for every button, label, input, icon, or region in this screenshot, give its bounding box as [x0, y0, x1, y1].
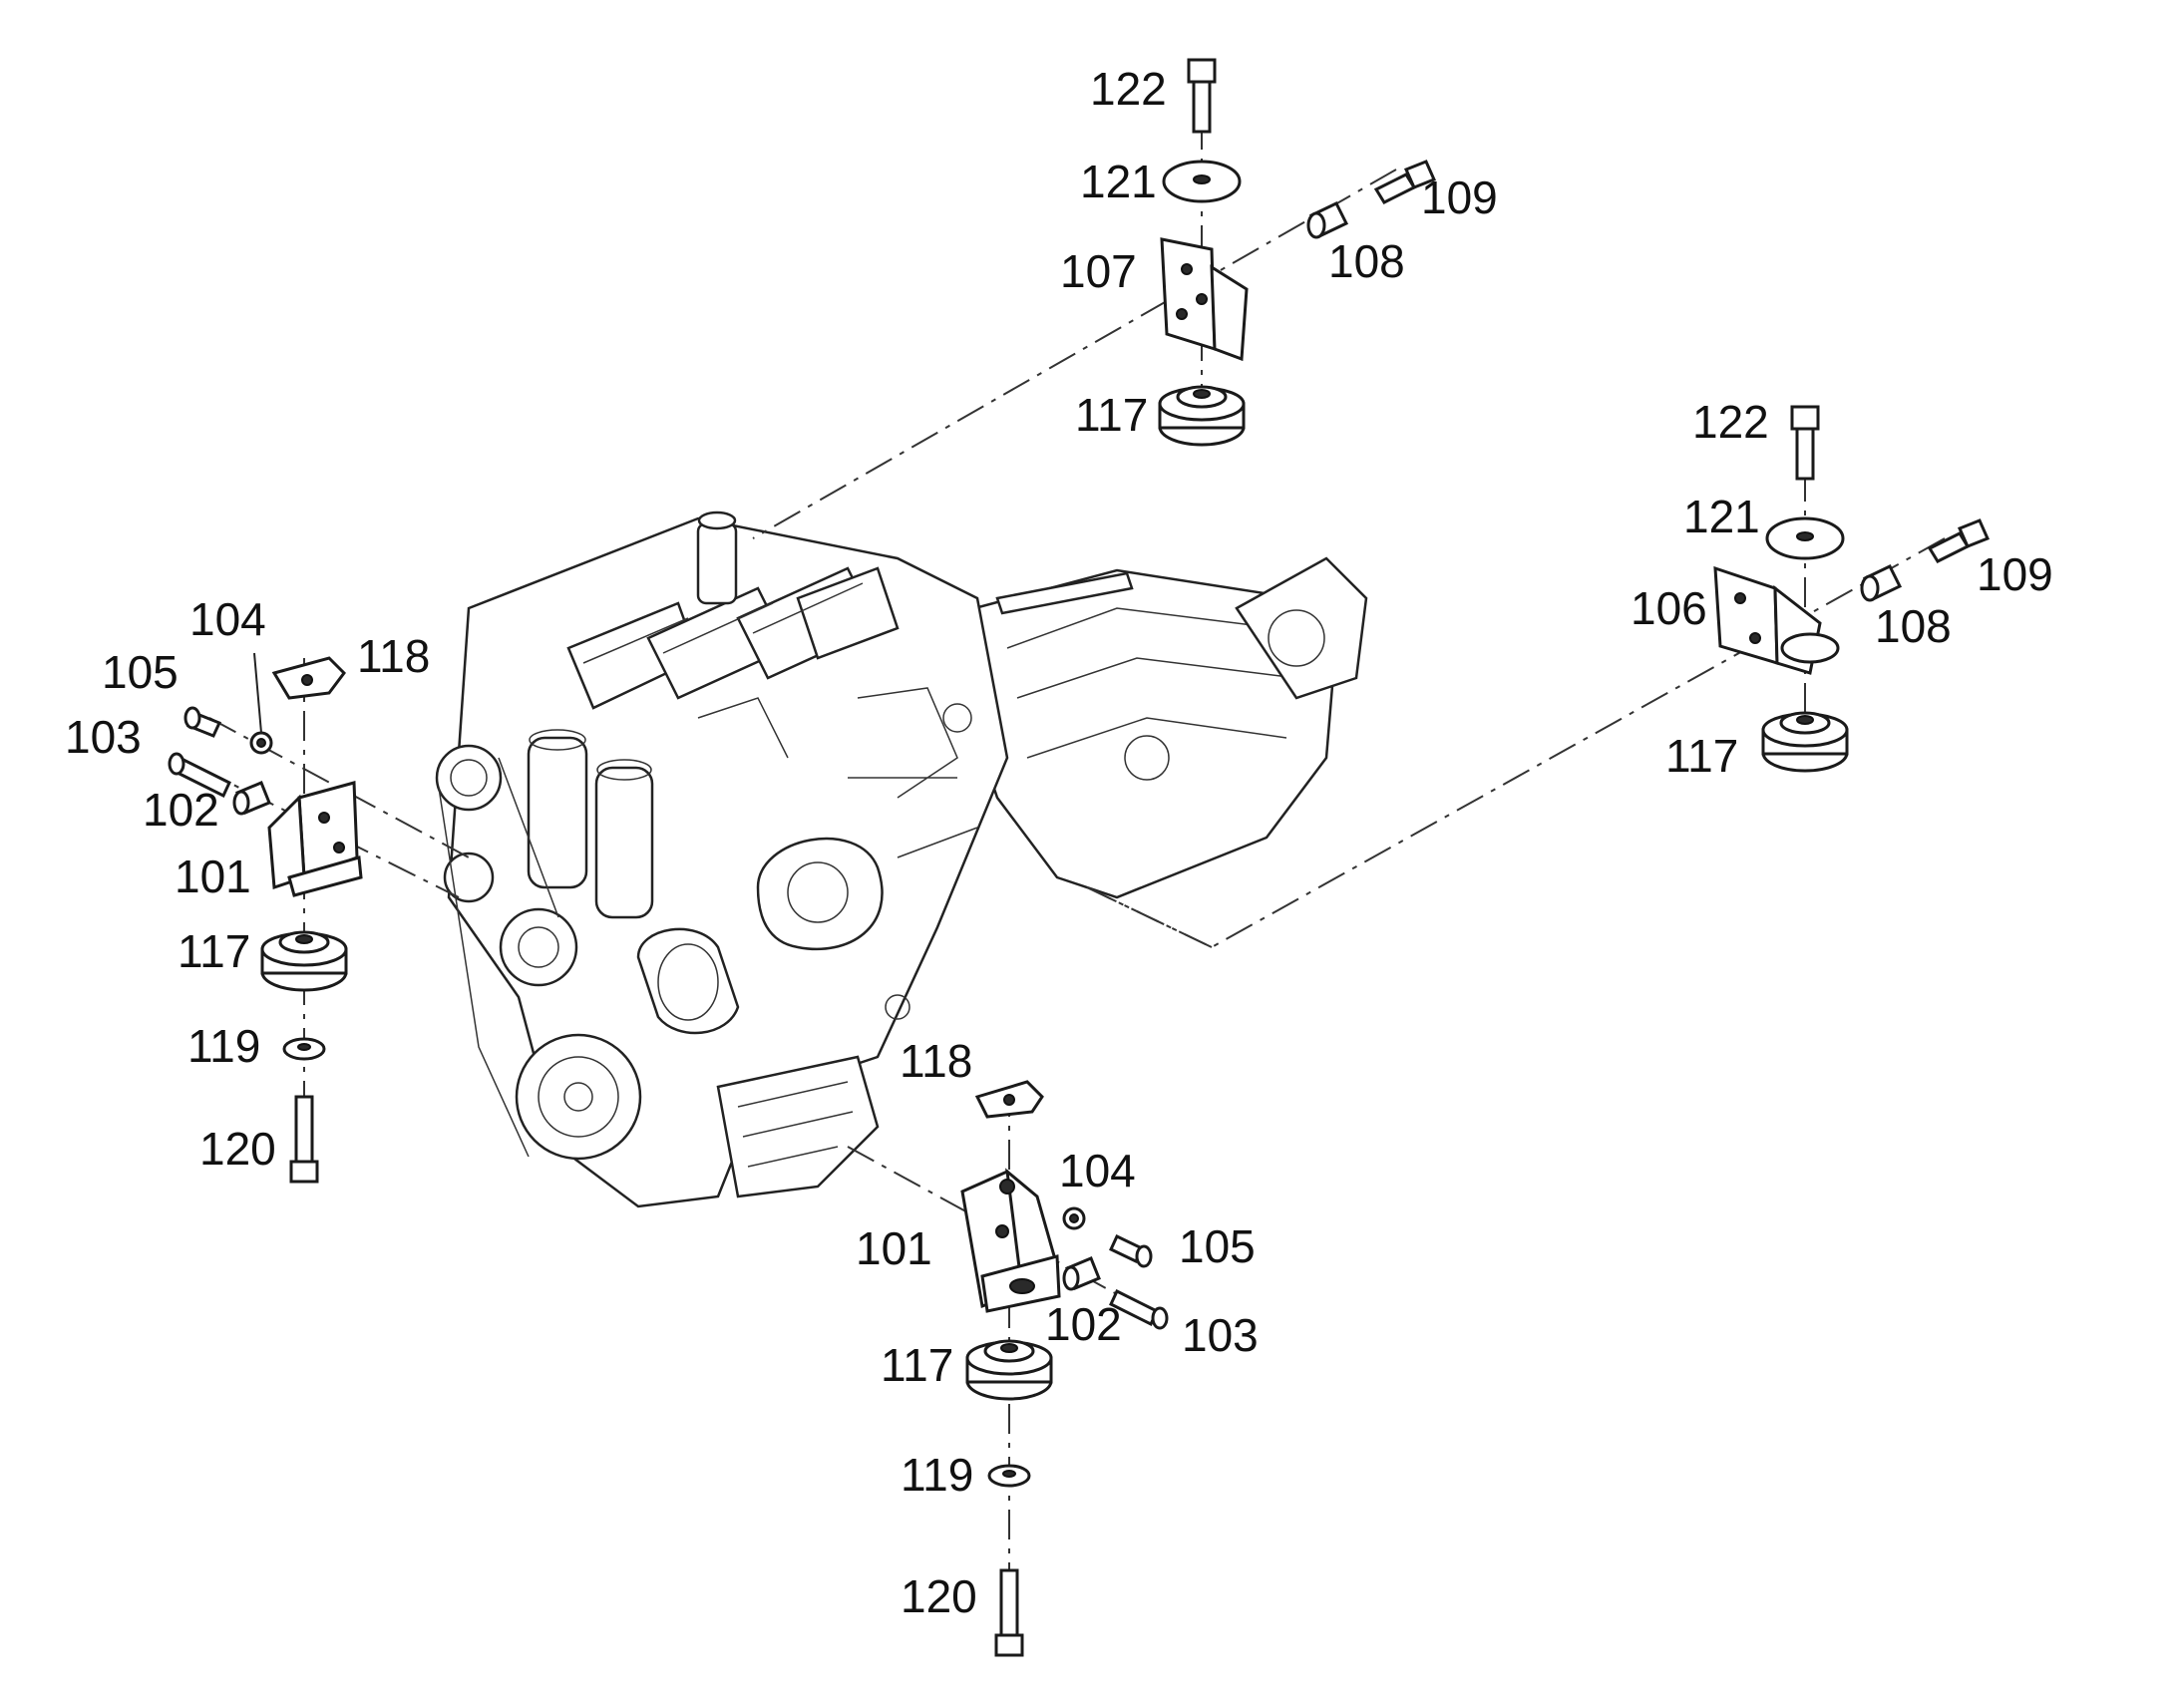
- nut-104-bottom: [1062, 1206, 1086, 1230]
- label-103-bottom: 103: [1182, 1309, 1259, 1361]
- bracket-107: [1160, 237, 1249, 362]
- label-109-right: 109: [1977, 548, 2053, 600]
- label-104-bottom: 104: [1059, 1145, 1136, 1196]
- label-109-top: 109: [1421, 171, 1498, 223]
- label-106: 106: [1631, 582, 1707, 634]
- label-105-left: 105: [102, 646, 179, 698]
- label-104-left: 104: [189, 593, 266, 645]
- bracket-101-bottom: [960, 1168, 1061, 1313]
- isolator-117-bottom: [965, 1339, 1053, 1401]
- label-118-bottom: 118: [900, 1035, 972, 1087]
- isolator-117-top: [1158, 385, 1246, 447]
- washer-119-bottom: [987, 1464, 1031, 1488]
- label-108-right: 108: [1875, 600, 1952, 652]
- label-102-left: 102: [143, 784, 219, 836]
- isolator-117-right: [1761, 711, 1849, 773]
- label-102-bottom: 102: [1045, 1298, 1122, 1350]
- engine-assembly: [435, 511, 1368, 1208]
- label-107: 107: [1060, 245, 1137, 297]
- label-117-right: 117: [1665, 730, 1738, 782]
- label-121-top: 121: [1080, 156, 1157, 207]
- bracket-106: [1713, 565, 1840, 675]
- bushing-108-right: [1860, 564, 1903, 602]
- screw-109-top: [1373, 160, 1437, 204]
- bolt-122-top: [1187, 58, 1217, 134]
- bolt-120-bottom: [994, 1568, 1024, 1657]
- nut-104-left: [249, 731, 273, 755]
- plate-118-left: [271, 656, 346, 700]
- label-119-bottom: 119: [901, 1449, 973, 1501]
- washer-119-left: [282, 1037, 326, 1061]
- isolator-117-left: [260, 930, 348, 992]
- mount-left: [168, 656, 363, 1184]
- screw-105-left: [183, 706, 222, 738]
- label-120-left: 120: [199, 1123, 276, 1175]
- label-117-top: 117: [1075, 389, 1148, 441]
- bracket-101-left: [267, 781, 363, 897]
- bolt-122-right: [1790, 405, 1820, 481]
- label-103-left: 103: [65, 711, 142, 763]
- bushing-102-bottom: [1062, 1256, 1101, 1291]
- plate-118-bottom: [974, 1080, 1044, 1119]
- washer-121-right: [1765, 516, 1845, 560]
- leader-lines: [253, 652, 262, 734]
- mount-right: [1713, 405, 1991, 773]
- bushing-108-top: [1306, 201, 1349, 239]
- screw-105-bottom: [1109, 1233, 1153, 1268]
- label-118-left: 118: [357, 630, 430, 682]
- label-119-left: 119: [187, 1020, 260, 1072]
- part-labels: 122 121 109 108 107 117 122 121 109 106 …: [65, 63, 2053, 1622]
- bushing-102-left: [232, 781, 271, 816]
- screw-103-left: [168, 752, 231, 799]
- label-101-left: 101: [175, 851, 251, 902]
- label-117-left: 117: [178, 925, 250, 977]
- label-105-bottom: 105: [1179, 1220, 1256, 1272]
- label-108-top: 108: [1328, 235, 1405, 287]
- mount-top-center: [1158, 58, 1437, 447]
- bolt-120-left: [289, 1095, 319, 1184]
- screw-109-right: [1927, 518, 1991, 563]
- mount-bottom: [960, 1080, 1169, 1657]
- washer-121-top: [1162, 160, 1242, 203]
- label-120-bottom: 120: [901, 1570, 977, 1622]
- label-122-top: 122: [1090, 63, 1167, 115]
- label-122-right: 122: [1692, 396, 1769, 448]
- screw-103-bottom: [1109, 1288, 1169, 1330]
- label-101-bottom: 101: [856, 1222, 932, 1274]
- label-117-bottom: 117: [881, 1339, 953, 1391]
- label-121-right: 121: [1683, 491, 1760, 542]
